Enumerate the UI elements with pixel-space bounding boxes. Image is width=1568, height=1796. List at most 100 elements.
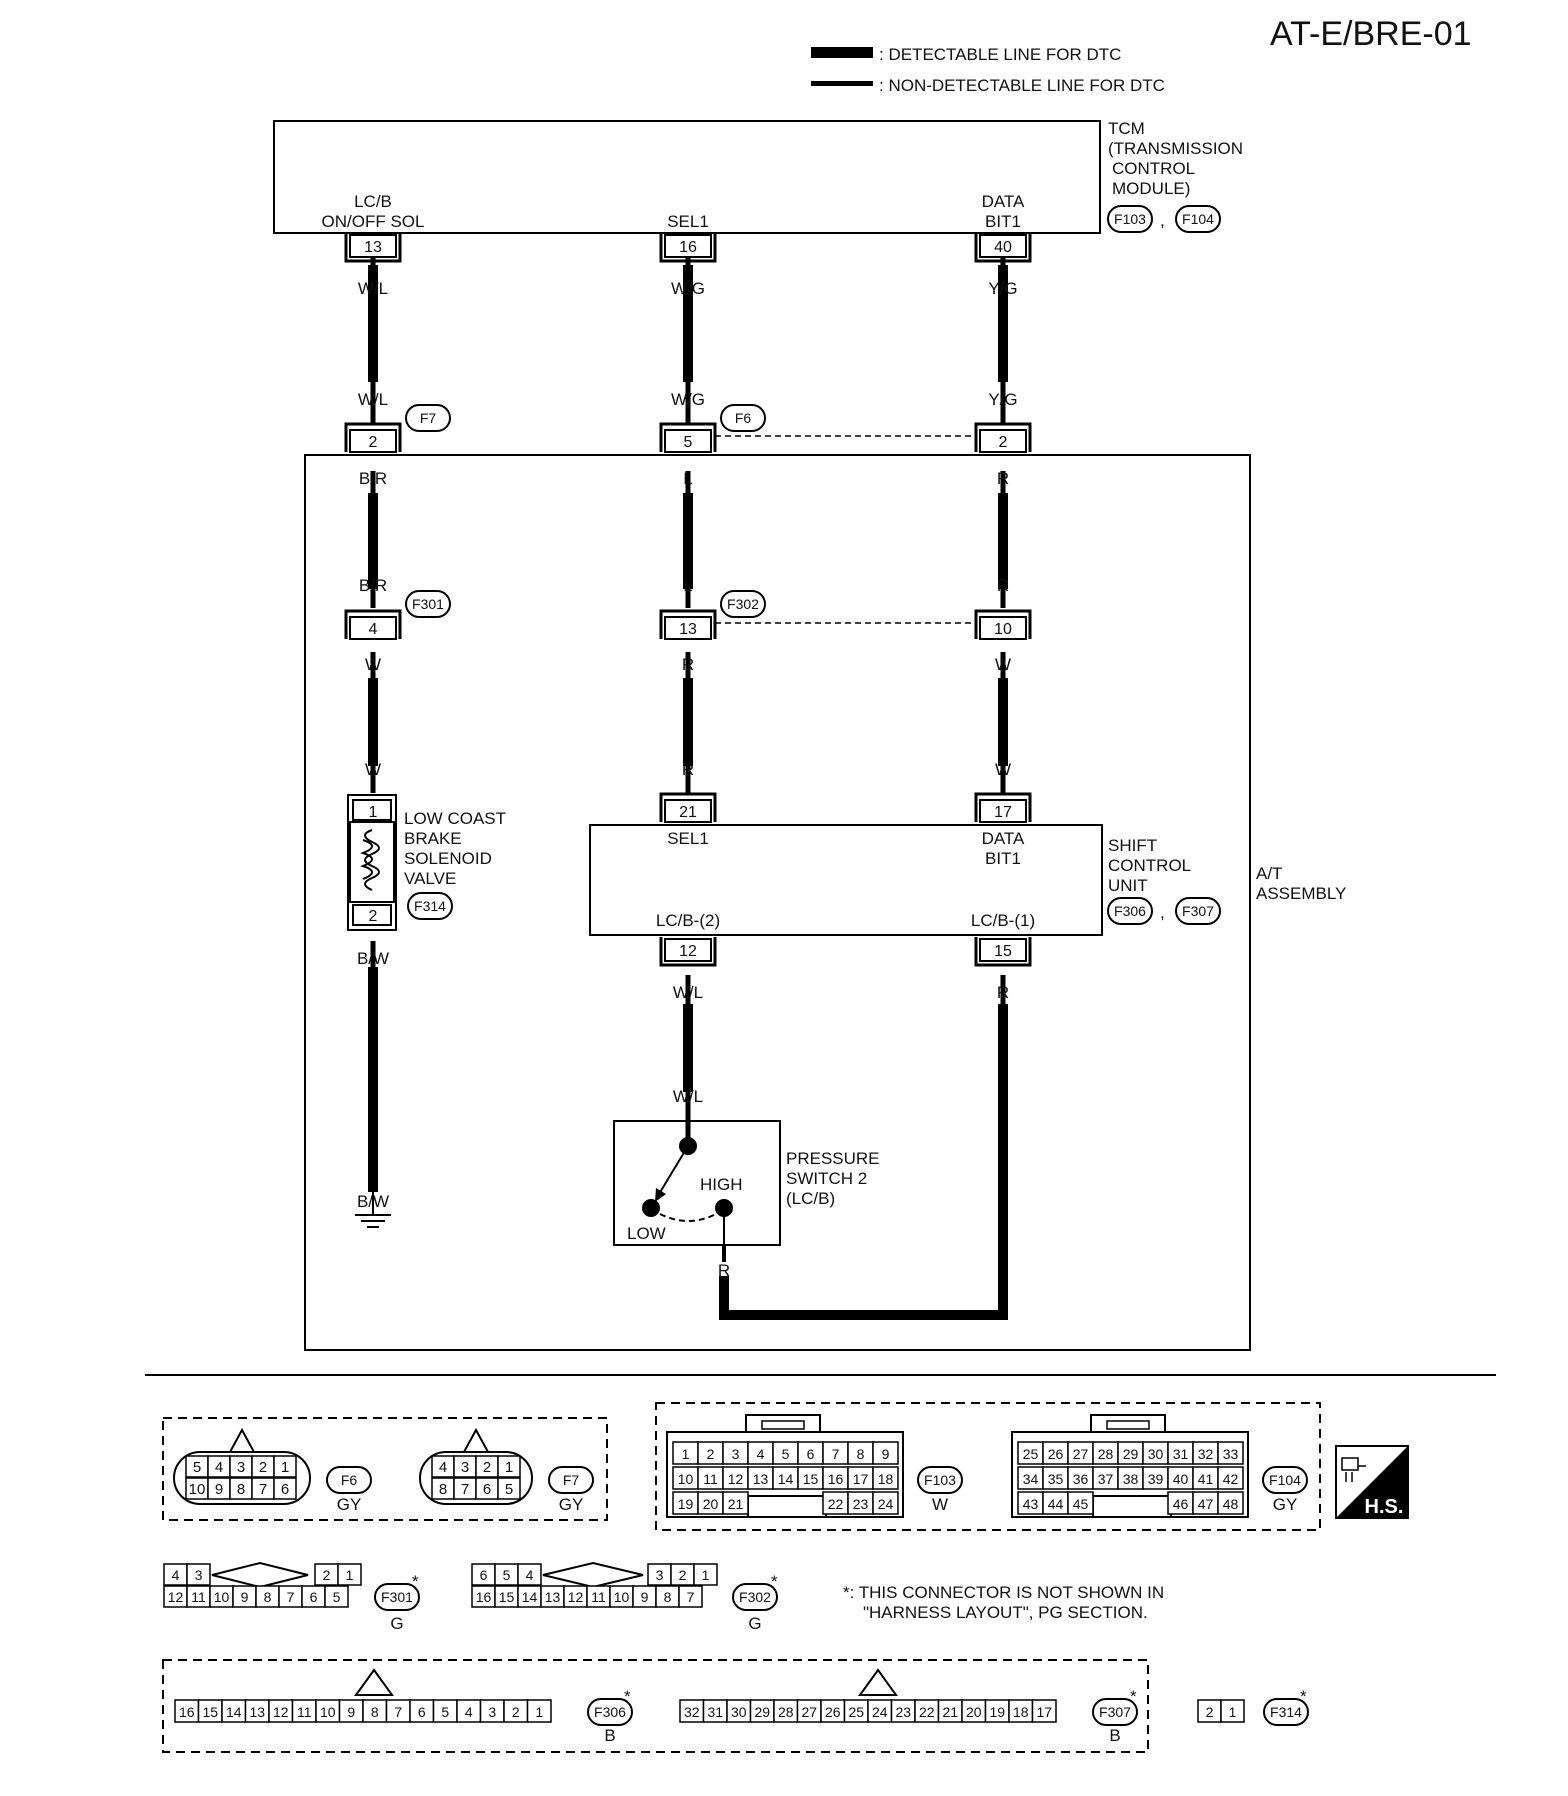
pin-boxes <box>349 234 1027 962</box>
f104-pin-44: 44 <box>1042 1491 1069 1515</box>
svg-text:28: 28 <box>1098 1446 1114 1462</box>
wire-label-c1-3a: W <box>365 655 381 674</box>
svg-text:29: 29 <box>754 1704 770 1720</box>
pin-f7-2: 2 <box>369 434 378 451</box>
f301-pin-4: 4 <box>163 1563 188 1586</box>
svg-text:34: 34 <box>1023 1471 1039 1487</box>
f104-pin-26: 26 <box>1042 1441 1069 1465</box>
svg-text:26: 26 <box>1048 1446 1064 1462</box>
svg-text:36: 36 <box>1073 1471 1089 1487</box>
pin-f6-5: 5 <box>684 434 693 451</box>
wire-stubs <box>370 254 1006 1146</box>
f6-pin-1: 1 <box>273 1455 297 1478</box>
svg-text:8: 8 <box>264 1589 272 1605</box>
svg-text:15: 15 <box>499 1589 515 1605</box>
f301-pin-5: 5 <box>324 1585 349 1608</box>
svg-text:10: 10 <box>214 1589 230 1605</box>
wire-label-c1-1b: W/L <box>358 390 388 409</box>
pin-brackets <box>344 233 1032 967</box>
svg-text:5: 5 <box>503 1567 511 1583</box>
svg-text:1: 1 <box>281 1459 289 1476</box>
svg-text:2: 2 <box>323 1567 331 1583</box>
svg-text:3: 3 <box>237 1459 245 1476</box>
view-tag-f301: F301 <box>374 1583 420 1611</box>
svg-text:19: 19 <box>989 1704 1005 1720</box>
svg-text:15: 15 <box>202 1704 218 1720</box>
svg-text:7: 7 <box>832 1446 840 1462</box>
pin-tcm-13: 13 <box>364 239 382 256</box>
wire-label-c1-1a: W/L <box>358 279 388 298</box>
svg-text:8: 8 <box>664 1589 672 1605</box>
f301-pin-1: 1 <box>337 1563 362 1586</box>
solenoid-name-1: LOW COAST <box>404 809 506 828</box>
svg-text:21: 21 <box>942 1704 958 1720</box>
svg-text:8: 8 <box>857 1446 865 1462</box>
f307-pin-20: 20 <box>961 1699 987 1723</box>
page-id: AT-E/BRE-01 <box>1270 15 1472 53</box>
f314-pin-2: 2 <box>1197 1699 1222 1723</box>
f104-pin-29: 29 <box>1117 1441 1144 1465</box>
svg-text:27: 27 <box>801 1704 817 1720</box>
view-tag-f302: F302 <box>732 1583 778 1611</box>
f307-pin-32: 32 <box>679 1699 705 1723</box>
f104-pin-35: 35 <box>1042 1466 1069 1490</box>
solenoid-pin-2: 2 <box>369 908 378 925</box>
f307-pin-28: 28 <box>773 1699 799 1723</box>
scu-name-1: SHIFT <box>1108 836 1157 855</box>
ground-icon <box>355 1192 391 1228</box>
svg-text:32: 32 <box>1198 1446 1214 1462</box>
f104-pin-41: 41 <box>1192 1466 1219 1490</box>
svg-text:10: 10 <box>678 1471 694 1487</box>
legend-detectable-label: : DETECTABLE LINE FOR DTC <box>879 45 1121 64</box>
solenoid-pin-1: 1 <box>369 804 378 821</box>
wire-label-scu-wl-top: W/L <box>673 983 703 1002</box>
svg-text:20: 20 <box>966 1704 982 1720</box>
switch-icon <box>642 1137 733 1245</box>
f307-pin-23: 23 <box>890 1699 916 1723</box>
svg-text:6: 6 <box>310 1589 318 1605</box>
pressure-switch-name-3: (LC/B) <box>786 1189 835 1208</box>
f103-pin-6: 6 <box>797 1441 824 1465</box>
wire-label-c3-3b: W <box>995 760 1011 779</box>
at-assembly-label-1: A/T <box>1256 864 1282 883</box>
f302-pin-11: 11 <box>586 1585 611 1608</box>
view-color-f103: W <box>932 1495 948 1514</box>
f301-pin-10: 10 <box>209 1585 234 1608</box>
svg-text:3: 3 <box>732 1446 740 1462</box>
pin-scu-12: 12 <box>679 943 697 960</box>
f302-pin-9: 9 <box>632 1585 657 1608</box>
svg-text:3: 3 <box>488 1704 496 1720</box>
f6-pin-8: 8 <box>229 1477 253 1500</box>
f307-pin-17: 17 <box>1031 1699 1057 1723</box>
svg-text:31: 31 <box>707 1704 723 1720</box>
f7-pin-6: 6 <box>475 1477 499 1500</box>
svg-text:9: 9 <box>882 1446 890 1462</box>
svg-text:47: 47 <box>1198 1496 1214 1512</box>
f302-pin-12: 12 <box>563 1585 588 1608</box>
svg-text:6: 6 <box>281 1481 289 1498</box>
f301-pin-8: 8 <box>255 1585 280 1608</box>
svg-text:6: 6 <box>418 1704 426 1720</box>
svg-text:2: 2 <box>483 1459 491 1476</box>
scu-out-label-lcb1: LC/B-(1) <box>971 911 1035 930</box>
f307-pin-29: 29 <box>749 1699 775 1723</box>
f104-pin-36: 36 <box>1067 1466 1094 1490</box>
tcm-label-lcb-1: LC/B <box>354 192 392 211</box>
f307-pin-18: 18 <box>1008 1699 1034 1723</box>
view-tag-f307: F307 <box>1092 1698 1138 1726</box>
svg-text:F314: F314 <box>414 898 446 914</box>
connector-tag-f301: F301 <box>405 590 451 618</box>
f307-pin-27: 27 <box>796 1699 822 1723</box>
f306-pin-5: 5 <box>432 1699 458 1723</box>
scu-name-3: UNIT <box>1108 876 1148 895</box>
f104-pin-28: 28 <box>1092 1441 1119 1465</box>
svg-text:14: 14 <box>778 1471 794 1487</box>
svg-text:7: 7 <box>461 1481 469 1498</box>
svg-text:1: 1 <box>1229 1704 1237 1720</box>
f306-pin-15: 15 <box>197 1699 223 1723</box>
svg-text:F104: F104 <box>1182 211 1214 227</box>
solenoid-valve <box>347 794 397 931</box>
f103-pin-18: 18 <box>872 1466 899 1490</box>
scu-comma: , <box>1160 903 1165 922</box>
